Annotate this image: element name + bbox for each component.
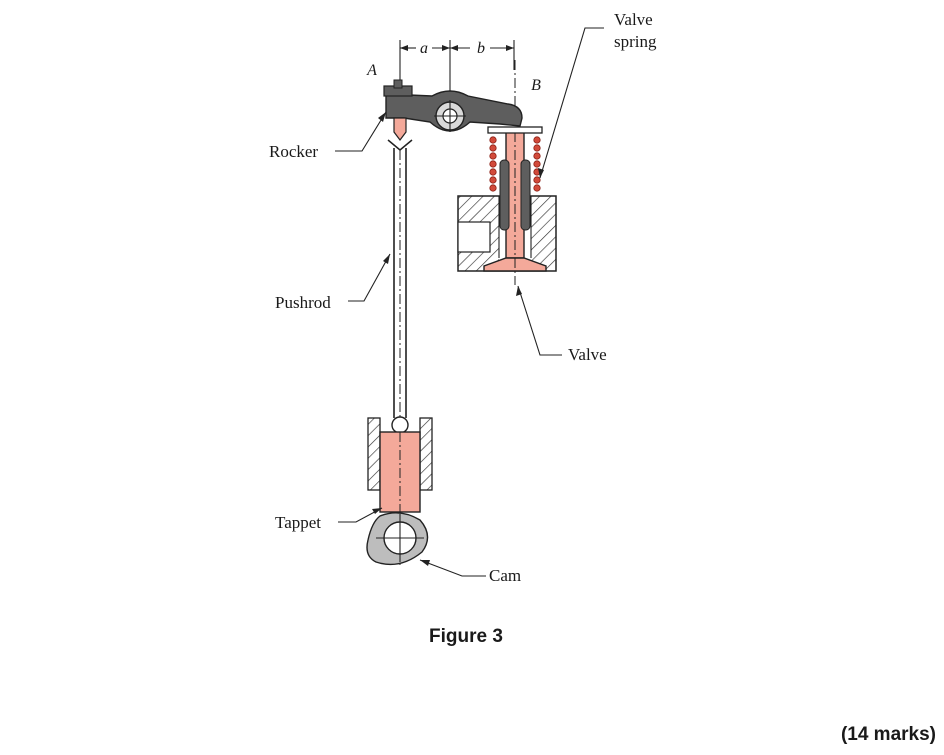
valve-guide: [499, 159, 531, 231]
valve: [483, 60, 547, 285]
cam: [366, 512, 429, 566]
leader-lines: [335, 27, 604, 577]
label-valve: Valve: [568, 345, 607, 364]
label-point-a: A: [366, 62, 377, 79]
label-valve-spring-line1: Valve: [614, 10, 653, 29]
label-tappet: Tappet: [275, 513, 321, 532]
valve-spring: [487, 126, 543, 192]
marks-label: (14 marks): [841, 724, 936, 745]
tappet: [367, 417, 433, 513]
label-point-b: B: [531, 77, 541, 94]
rocker-arm: [383, 79, 523, 141]
label-a: a: [420, 40, 428, 57]
dimension-b: b: [450, 40, 515, 70]
label-b: b: [477, 40, 485, 57]
figure-caption: Figure 3: [429, 626, 503, 647]
label-rocker: Rocker: [269, 142, 318, 161]
label-cam: Cam: [489, 566, 521, 585]
label-pushrod: Pushrod: [275, 293, 331, 312]
label-valve-spring-line2: spring: [614, 32, 657, 51]
